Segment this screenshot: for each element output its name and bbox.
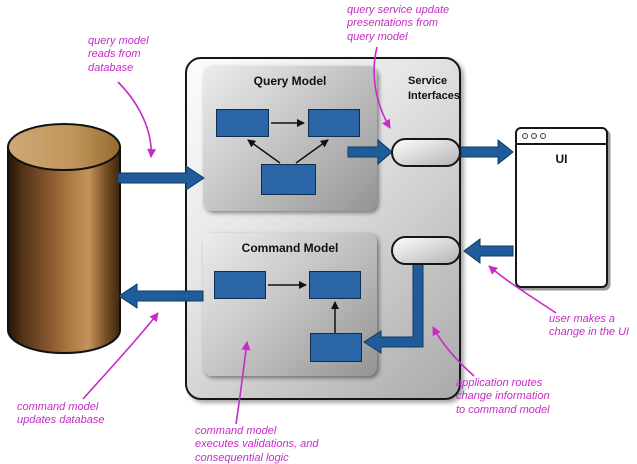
- query-model-node: [216, 109, 269, 137]
- annotation-command-updates: command model updates database: [17, 401, 105, 427]
- annotation-user-change: user makes a change in the UI: [549, 313, 630, 339]
- ui-window-titlebar: [517, 129, 606, 145]
- command-model-node: [310, 333, 362, 362]
- annotation-app-routes: application routes change information to…: [456, 377, 550, 416]
- annotation-arrow-query-reads: [117, 81, 157, 158]
- ui-label: UI: [555, 152, 568, 166]
- annotation-query-service: query service update presentations from …: [347, 4, 450, 43]
- query-model-node: [261, 164, 316, 195]
- service-interfaces-label: Service Interfaces: [408, 75, 460, 102]
- arrow-interface-to-ui: [460, 138, 514, 166]
- database-cylinder: [7, 123, 121, 354]
- query-model-title: Query Model: [253, 74, 327, 88]
- annotation-command-executes: command model executes validations, and …: [195, 425, 319, 464]
- annotation-query-reads: query model reads from database: [88, 35, 149, 74]
- arrow-ui-to-interface: [463, 238, 514, 264]
- query-model-node: [308, 109, 360, 137]
- command-model-node: [309, 271, 361, 299]
- ui-window: UI: [515, 127, 608, 288]
- window-dot-icon: [531, 133, 537, 139]
- window-dot-icon: [540, 133, 546, 139]
- annotation-arrow-command-updates: [82, 312, 159, 400]
- command-model-title: Command Model: [241, 241, 339, 255]
- window-dot-icon: [522, 133, 528, 139]
- command-model-node: [214, 271, 266, 299]
